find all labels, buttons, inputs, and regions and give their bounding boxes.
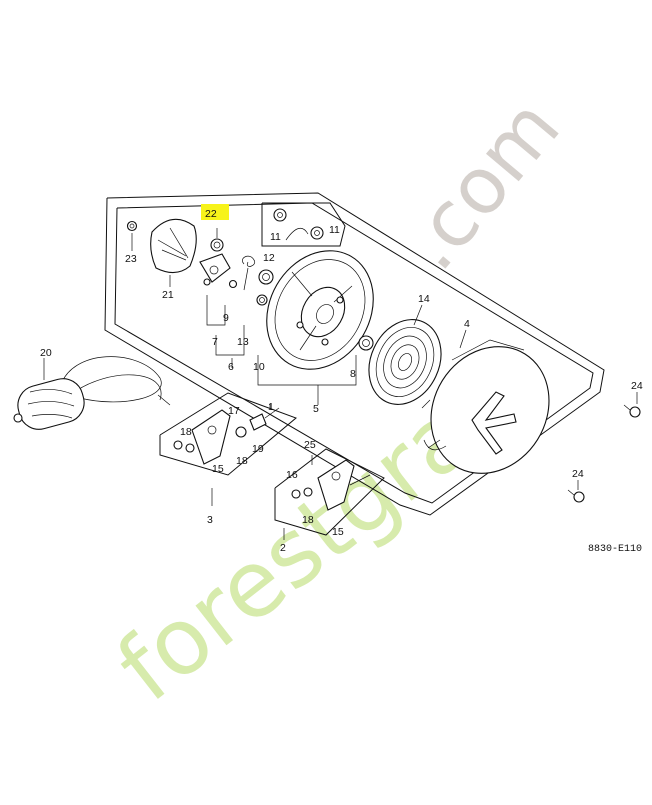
label-18a: 18 bbox=[180, 426, 192, 438]
part-13-spring bbox=[242, 255, 256, 291]
label-18c: 18 bbox=[302, 514, 314, 526]
part-20-handle bbox=[13, 356, 171, 430]
label-15a: 15 bbox=[212, 463, 224, 475]
label-17: 17 bbox=[228, 405, 240, 417]
part-14-spring bbox=[368, 319, 442, 405]
label-16: 16 bbox=[286, 469, 298, 481]
part-8-collar bbox=[358, 335, 374, 351]
leader-lines bbox=[43, 228, 638, 540]
diagram-code: 8830-E110 bbox=[588, 544, 642, 555]
label-15b: 15 bbox=[332, 526, 344, 538]
label-24b: 24 bbox=[572, 468, 584, 480]
part-21-cam bbox=[150, 218, 197, 274]
label-9: 9 bbox=[223, 312, 229, 324]
label-21: 21 bbox=[162, 289, 174, 301]
label-11b: 11 bbox=[329, 224, 340, 236]
part-24-bolts bbox=[567, 404, 641, 503]
frame-washers bbox=[261, 202, 346, 247]
part-22-highlight bbox=[201, 204, 229, 252]
part-12-spring bbox=[256, 269, 274, 306]
pawl-group-right bbox=[291, 459, 371, 511]
part-23-nut bbox=[126, 220, 138, 232]
label-19: 19 bbox=[252, 443, 264, 455]
part-9-ratchet bbox=[199, 253, 238, 289]
label-1: 1 bbox=[268, 401, 274, 413]
frame-pawl-right bbox=[274, 448, 385, 536]
label-22: 22 bbox=[205, 208, 217, 220]
label-23: 23 bbox=[125, 253, 137, 265]
label-13: 13 bbox=[237, 336, 249, 348]
label-2: 2 bbox=[280, 542, 286, 554]
watermark-domain: .com bbox=[386, 83, 578, 287]
label-18b: 18 bbox=[236, 455, 248, 467]
part-4-case bbox=[421, 339, 550, 474]
part-10-reel bbox=[266, 250, 374, 370]
label-20: 20 bbox=[40, 347, 52, 359]
label-12: 12 bbox=[263, 252, 275, 264]
label-3: 3 bbox=[207, 514, 213, 526]
label-11a: 11 bbox=[270, 231, 281, 243]
label-10: 10 bbox=[253, 361, 265, 373]
label-5: 5 bbox=[313, 403, 319, 415]
part-labels: 22 23 21 9 7 13 6 12 11 11 10 8 5 1 14 4… bbox=[40, 208, 643, 555]
label-4: 4 bbox=[464, 318, 470, 330]
label-14: 14 bbox=[418, 293, 430, 305]
label-24a: 24 bbox=[631, 380, 643, 392]
part-11-washers bbox=[273, 208, 324, 241]
label-8: 8 bbox=[350, 368, 356, 380]
label-6: 6 bbox=[228, 361, 234, 373]
label-7: 7 bbox=[212, 336, 218, 348]
pawl-group-left bbox=[173, 407, 280, 465]
frame-pawl-left bbox=[159, 392, 297, 476]
label-25: 25 bbox=[304, 439, 316, 451]
